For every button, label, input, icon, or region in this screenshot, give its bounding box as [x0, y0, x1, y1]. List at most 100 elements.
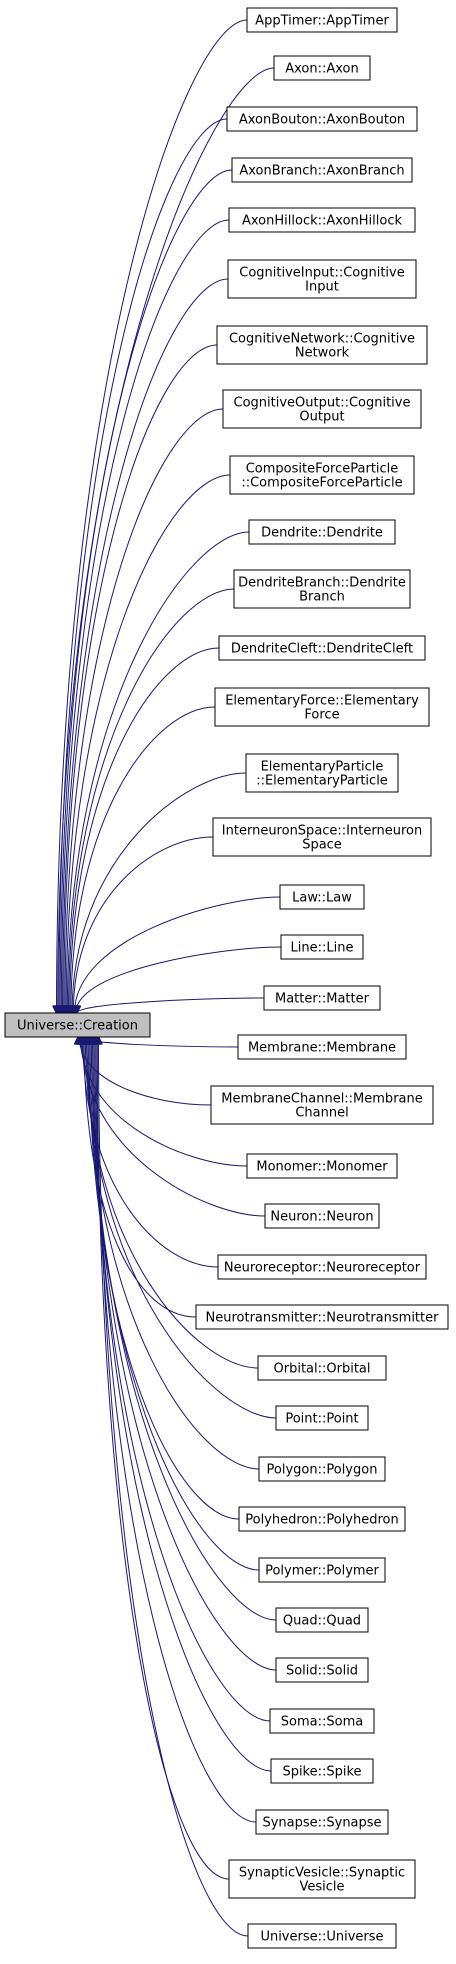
node-elementaryparticle-elementaryparticle[interactable]: ElementaryParticle::ElementaryParticle	[245, 753, 399, 793]
node-box	[264, 1203, 380, 1229]
node-box	[258, 1557, 386, 1583]
node-box	[246, 1153, 398, 1179]
node-box	[237, 1034, 407, 1060]
edge-elementaryparticle-elementaryparticle	[72, 772, 247, 1013]
node-point-point[interactable]: Point::Point	[275, 1405, 369, 1431]
node-label: Branch	[299, 590, 345, 605]
node-label: ElementaryForce::Elementary	[225, 694, 419, 709]
node-box	[222, 389, 422, 429]
edge-cognitiveoutput-cognitiveoutput	[65, 408, 224, 1013]
edge-synapse-synapse	[96, 1037, 257, 1823]
node-apptimer-apptimer[interactable]: AppTimer::AppTimer	[246, 7, 398, 33]
node-box	[273, 55, 371, 81]
node-line-line[interactable]: Line::Line	[280, 934, 364, 960]
node-box	[228, 207, 416, 233]
node-label: AxonBouton::AxonBouton	[239, 113, 405, 128]
nodes-layer: AppTimer::AppTimerAxon::AxonAxonBouton::…	[195, 7, 449, 1949]
node-polymer-polymer[interactable]: Polymer::Polymer	[258, 1557, 386, 1583]
node-axonbranch-axonbranch[interactable]: AxonBranch::AxonBranch	[231, 157, 413, 183]
node-orbital-orbital[interactable]: Orbital::Orbital	[257, 1355, 387, 1381]
node-box	[255, 1809, 389, 1835]
node-box	[258, 1456, 386, 1482]
edge-axonbranch-axonbranch	[60, 169, 233, 1013]
node-dendritecleft-dendritecleft[interactable]: DendriteCleft::DendriteCleft	[218, 635, 426, 661]
node-label: AppTimer::AppTimer	[255, 14, 389, 29]
node-compositeforceparticle-compositeforceparticle[interactable]: CompositeForceParticle::CompositeForcePa…	[229, 455, 415, 495]
node-label: ElementaryParticle	[261, 760, 384, 775]
node-box	[246, 7, 398, 33]
node-label: Monomer::Monomer	[256, 1160, 388, 1175]
edge-neuron-neuron	[82, 1037, 266, 1217]
root-node-label: Universe::Creation	[17, 1019, 138, 1034]
node-polygon-polygon[interactable]: Polygon::Polygon	[258, 1456, 386, 1482]
edge-axon-axon	[58, 67, 275, 1013]
edge-dendritecleft-dendritecleft	[70, 647, 220, 1013]
node-label: Dendrite::Dendrite	[261, 526, 383, 541]
node-dendrite-dendrite[interactable]: Dendrite::Dendrite	[248, 519, 396, 545]
edge-dendrite-dendrite	[67, 531, 250, 1013]
node-matter-matter[interactable]: Matter::Matter	[263, 985, 381, 1011]
node-neuron-neuron[interactable]: Neuron::Neuron	[264, 1203, 380, 1229]
edge-universe-universe	[99, 1037, 249, 1937]
node-axonbouton-axonbouton[interactable]: AxonBouton::AxonBouton	[226, 106, 418, 132]
node-box	[217, 1254, 427, 1280]
node-label: Input	[305, 280, 339, 295]
node-label: Law::Law	[292, 891, 352, 906]
node-label: Spike::Spike	[282, 1765, 361, 1780]
node-label: Matter::Matter	[275, 992, 370, 1007]
node-neuroreceptor-neuroreceptor[interactable]: Neuroreceptor::Neuroreceptor	[217, 1254, 427, 1280]
node-label: Orbital::Orbital	[274, 1362, 371, 1377]
node-spike-spike[interactable]: Spike::Spike	[270, 1758, 374, 1784]
node-label: Force	[304, 708, 339, 723]
node-synapticvesicle-synapticvesicle[interactable]: SynapticVesicle::SynapticVesicle	[228, 1859, 416, 1899]
edge-synapticvesicle-synapticvesicle	[97, 1037, 230, 1880]
node-membrane-membrane[interactable]: Membrane::Membrane	[237, 1034, 407, 1060]
node-dendritebranch-dendritebranch[interactable]: DendriteBranch::DendriteBranch	[233, 569, 411, 609]
node-elementaryforce-elementaryforce[interactable]: ElementaryForce::ElementaryForce	[214, 687, 430, 727]
node-monomer-monomer[interactable]: Monomer::Monomer	[246, 1153, 398, 1179]
node-label: CompositeForceParticle	[246, 462, 399, 477]
node-label: Neuroreceptor::Neuroreceptor	[224, 1261, 421, 1276]
edge-cognitiveinput-cognitiveinput	[63, 278, 229, 1013]
node-cognitiveoutput-cognitiveoutput[interactable]: CognitiveOutput::CognitiveOutput	[222, 389, 422, 429]
node-interneuronspace-interneuronspace[interactable]: InterneuronSpace::InterneuronSpace	[212, 817, 432, 857]
edge-elementaryforce-elementaryforce	[71, 706, 216, 1013]
node-cognitivenetwork-cognitivenetwork[interactable]: CognitiveNetwork::CognitiveNetwork	[216, 325, 428, 365]
node-box	[218, 635, 426, 661]
node-law-law[interactable]: Law::Law	[279, 884, 365, 910]
node-box	[275, 1657, 369, 1683]
root-node-box	[4, 1012, 151, 1038]
edge-polyhedron-polyhedron	[89, 1037, 240, 1520]
node-axonhillock-axonhillock[interactable]: AxonHillock::AxonHillock	[228, 207, 416, 233]
node-label: InterneuronSpace::Interneuron	[222, 824, 422, 839]
edge-line-line	[76, 946, 282, 1013]
node-label: Network	[295, 346, 350, 361]
node-box	[245, 753, 399, 793]
edge-neuroreceptor-neuroreceptor	[83, 1037, 219, 1268]
node-quad-quad[interactable]: Quad::Quad	[275, 1607, 369, 1633]
node-label: Soma::Soma	[281, 1715, 363, 1730]
edges-layer	[57, 19, 282, 1937]
node-box	[248, 519, 396, 545]
node-polyhedron-polyhedron[interactable]: Polyhedron::Polyhedron	[238, 1506, 406, 1532]
node-membranechannel-membranechannel[interactable]: MembraneChannel::MembraneChannel	[210, 1085, 434, 1125]
node-soma-soma[interactable]: Soma::Soma	[269, 1708, 375, 1734]
node-label: Axon::Axon	[285, 62, 359, 77]
node-neurotransmitter-neurotransmitter[interactable]: Neurotransmitter::Neurotransmitter	[195, 1304, 449, 1330]
node-label: Solid::Solid	[286, 1664, 358, 1679]
node-axon-axon[interactable]: Axon::Axon	[273, 55, 371, 81]
node-cognitiveinput-cognitiveinput[interactable]: CognitiveInput::CognitiveInput	[227, 259, 417, 299]
node-universe-creation[interactable]: Universe::Creation	[4, 1012, 151, 1038]
node-label: Quad::Quad	[283, 1614, 361, 1629]
node-box	[214, 687, 430, 727]
node-label: Neurotransmitter::Neurotransmitter	[206, 1311, 440, 1326]
node-box	[270, 1758, 374, 1784]
node-synapse-synapse[interactable]: Synapse::Synapse	[255, 1809, 389, 1835]
node-label: DendriteCleft::DendriteCleft	[231, 642, 413, 657]
edge-axonbouton-axonbouton	[59, 118, 228, 1013]
node-universe-universe[interactable]: Universe::Universe	[247, 1923, 397, 1949]
node-label: SynapticVesicle::Synaptic	[239, 1866, 405, 1881]
node-solid-solid[interactable]: Solid::Solid	[275, 1657, 369, 1683]
node-box	[280, 934, 364, 960]
